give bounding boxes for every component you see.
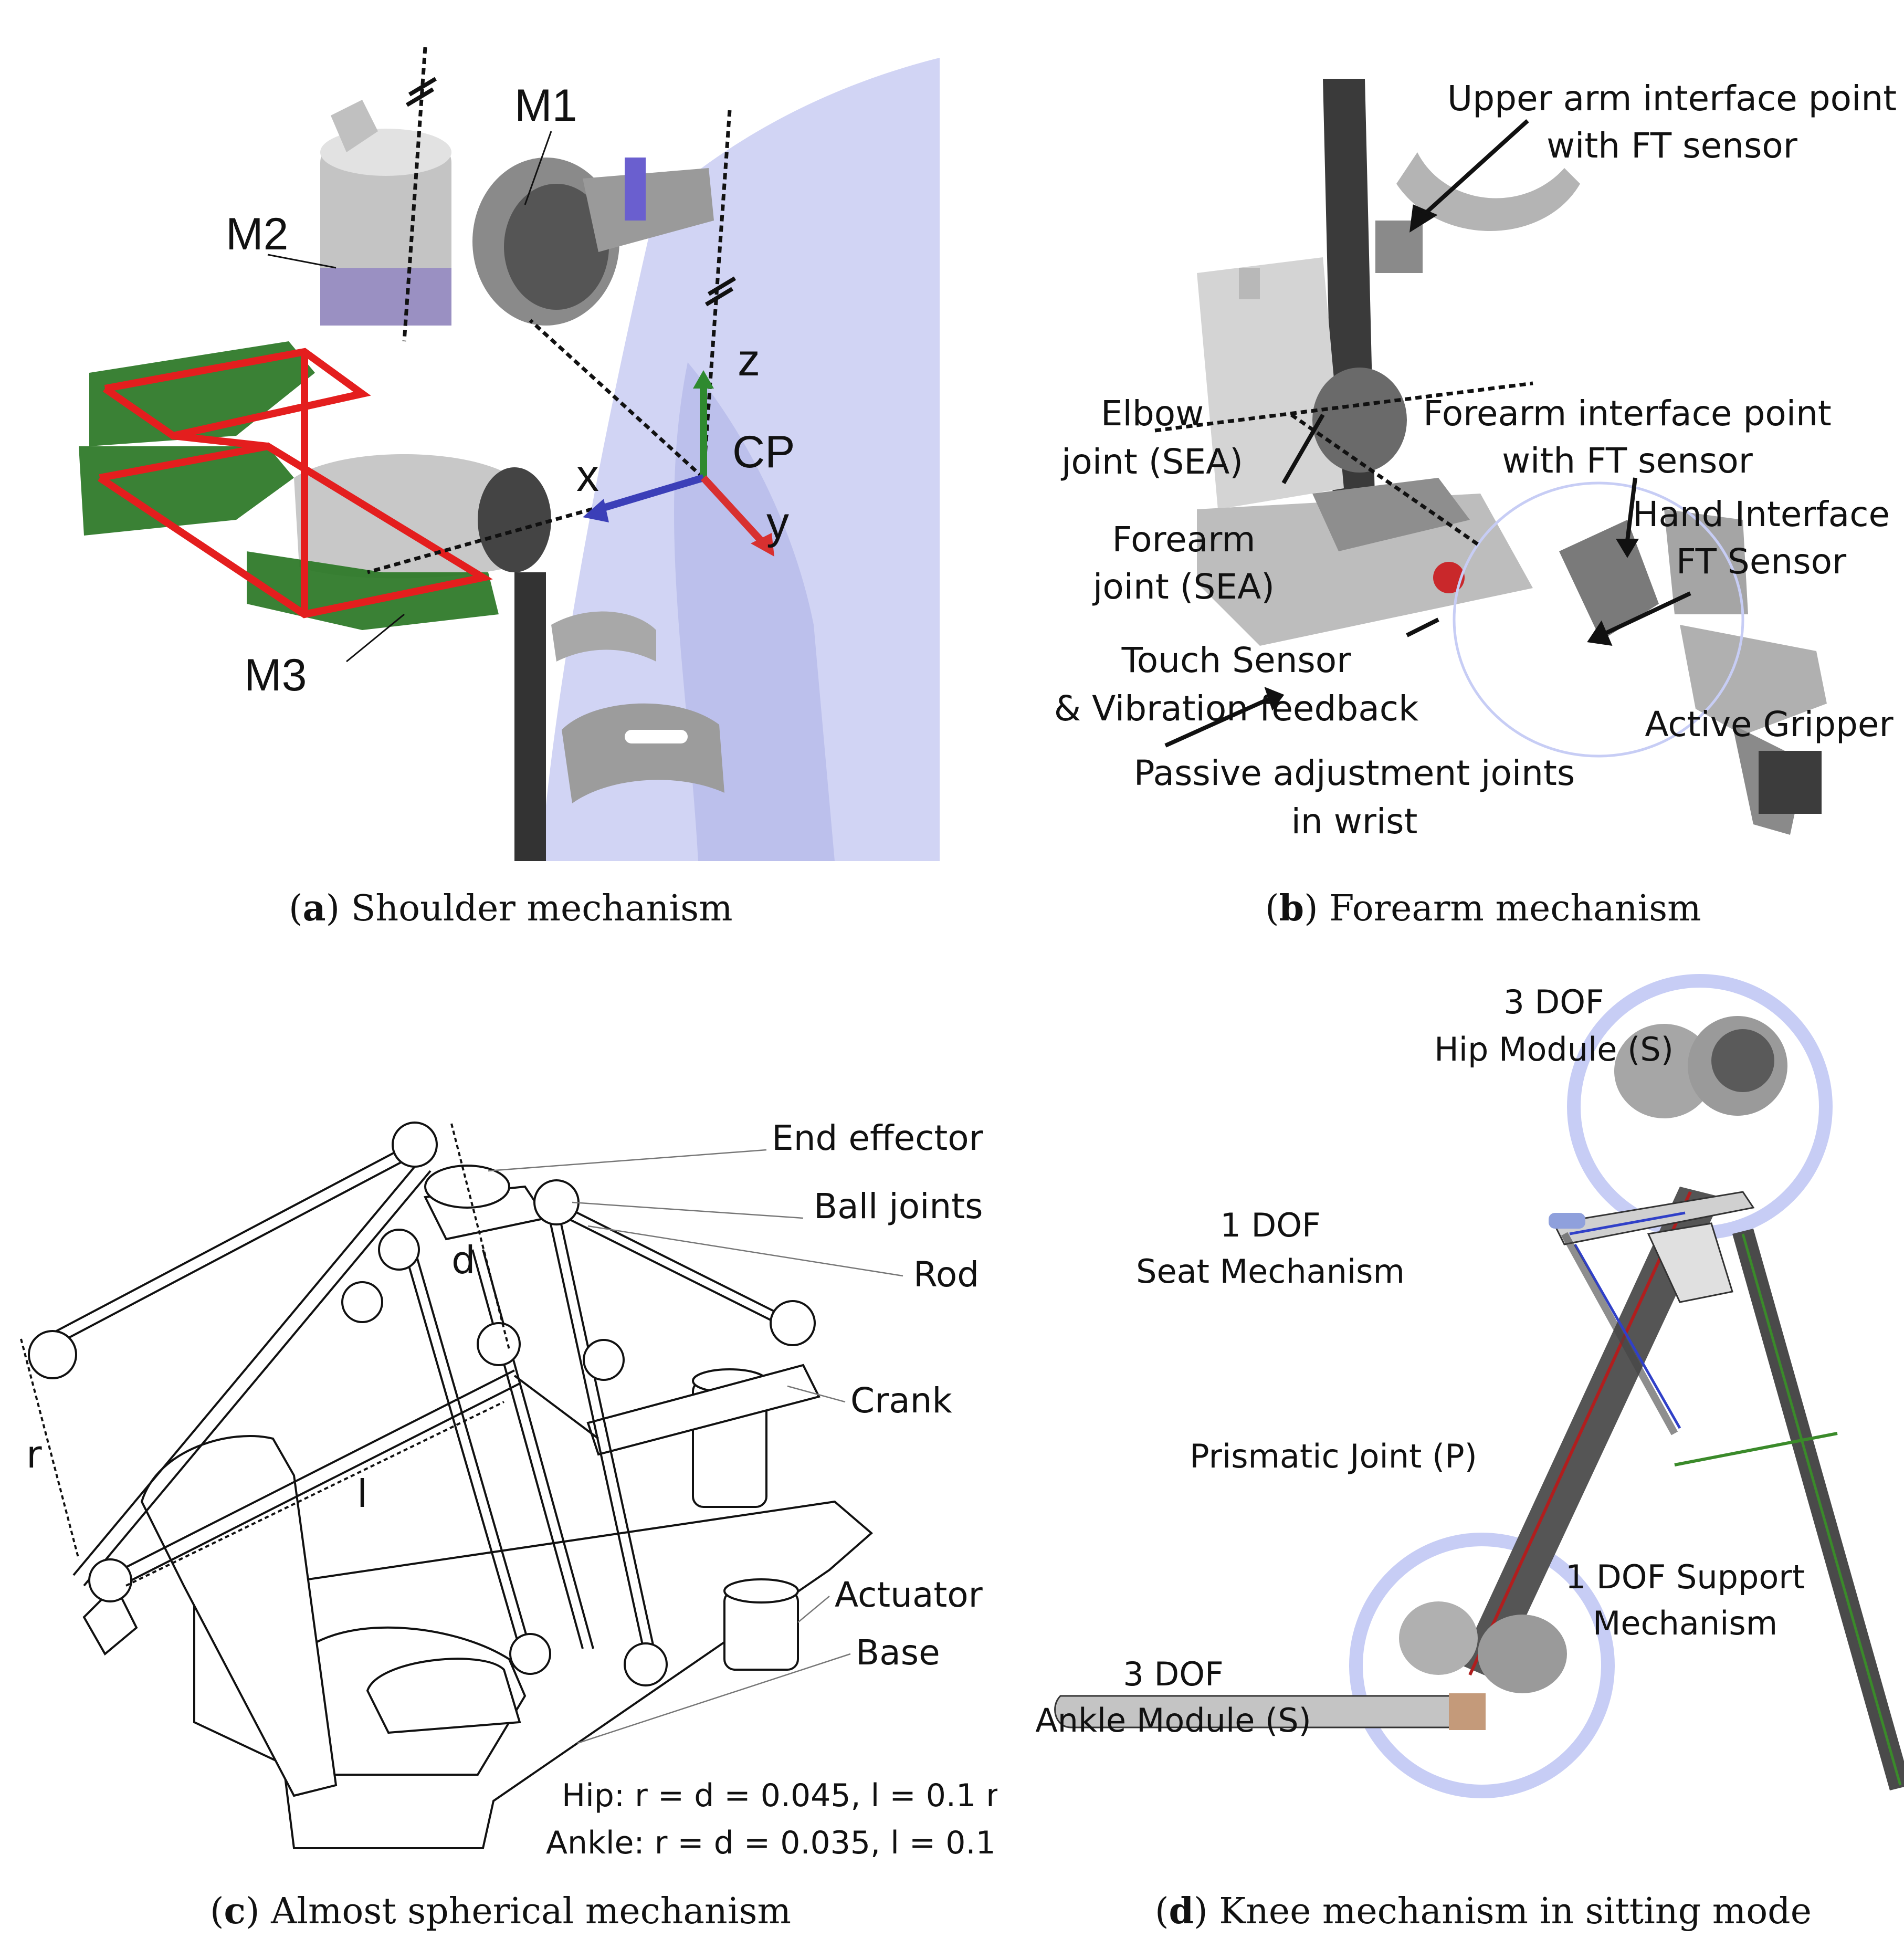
caption-d-tag: d [1169,1890,1194,1932]
label-end-effector: End effector [772,1118,984,1158]
caption-b-text: Forearm mechanism [1329,888,1701,929]
label-hip-params: Hip: r = d = 0.045, l = 0.1 m [562,1777,997,1814]
label-upper-arm-1: Upper arm interface point [1447,78,1897,119]
knee-render: 3 DOF Hip Module (S) 1 DOF Seat Mechanis… [1035,974,1904,1798]
caption-b: (b) Forearm mechanism [1265,887,1701,929]
ball-joint [378,1229,420,1271]
label-forearm-joint-1: Forearm [1112,519,1256,560]
label-base: Base [856,1632,940,1673]
joint-axes [1154,381,1533,548]
label-arrows [1164,119,1691,748]
caption-a-text: Shoulder mechanism [351,888,733,929]
forearm-render: Upper arm interface point with FT sensor… [1054,78,1897,842]
label-touch-1: Touch Sensor [1121,640,1352,680]
label-hip-2: Hip Module (S) [1434,1030,1674,1068]
label-active-gripper: Active Gripper [1645,704,1894,745]
caption-a: (a) Shoulder mechanism [289,887,733,929]
label-ball-joints: Ball joints [814,1186,983,1227]
ball-joint [28,1330,77,1379]
axis-break-marks [405,77,737,307]
label-r: r [26,1432,42,1476]
label-m1: M1 [514,80,577,131]
label-seat-2: Seat Mechanism [1136,1252,1405,1291]
panel-c-spherical: End effector Ball joints Rod Crank Actua… [0,977,997,1869]
label-forearm-joint-2: joint (SEA) [1092,567,1275,607]
ball-joint [477,1322,521,1366]
caption-a-tag: a [302,887,326,929]
ball-joint [624,1642,668,1686]
shoulder-render: M1 M2 M3 x y z CP [79,47,940,861]
ankle-module-halo [1349,1533,1615,1798]
caption-c-text: Almost spherical mechanism [271,1891,791,1932]
label-ankle-2: Ankle Module (S) [1035,1701,1311,1740]
label-l: l [357,1472,367,1516]
label-seat-1: 1 DOF [1220,1206,1320,1244]
label-rod: Rod [913,1254,979,1295]
label-hand-if-2: FT Sensor [1676,541,1847,582]
linkage-frame [98,348,493,619]
label-upper-arm-2: with FT sensor [1547,125,1798,166]
label-prismatic: Prismatic Joint (P) [1190,1437,1477,1475]
panel-d-knee: 3 DOF Hip Module (S) 1 DOF Seat Mechanis… [997,961,1904,1874]
ball-joint [341,1281,383,1323]
label-z: z [738,335,760,385]
panel-a-shoulder: M1 M2 M3 x y z CP [68,47,940,861]
label-x: x [576,450,599,501]
label-m2: M2 [226,209,288,259]
caption-b-tag: b [1279,887,1305,929]
label-ankle-1: 3 DOF [1123,1655,1223,1693]
label-cp: CP [732,427,795,477]
label-m3: M3 [244,650,307,700]
label-support-1: 1 DOF Support [1565,1558,1805,1596]
rod [72,1159,421,1576]
label-hip-1: 3 DOF [1503,983,1604,1021]
ball-joint [509,1633,551,1675]
caption-c: (c) Almost spherical mechanism [210,1890,791,1932]
ball-joint [88,1558,132,1602]
caption-d: (d) Knee mechanism in sitting mode [1155,1890,1812,1932]
label-leaders [488,1149,903,1744]
label-elbow-2: joint (SEA) [1060,442,1243,482]
x-axis-arrow [597,474,705,513]
caption-d-text: Knee mechanism in sitting mode [1219,1891,1812,1932]
label-passive-2: in wrist [1291,801,1418,842]
label-forearm-if-2: with FT sensor [1502,441,1753,481]
ball-joint [583,1339,625,1381]
label-elbow-1: Elbow [1101,393,1204,434]
ball-joint [770,1300,816,1346]
label-forearm-if-1: Forearm interface point [1423,393,1832,434]
y-axis-arrow [700,475,764,543]
label-y: y [766,498,789,548]
label-leaders [267,131,552,663]
label-ankle-params: Ankle: r = d = 0.035, l = 0.1 m [546,1825,997,1861]
label-hand-if-1: Hand Interface [1633,494,1890,535]
label-crank: Crank [850,1380,952,1421]
panel-b-forearm: Upper arm interface point with FT sensor… [997,47,1904,866]
label-passive-1: Passive adjustment joints [1134,753,1575,793]
dimension-lines [20,1123,510,1587]
actuator [723,1578,799,1604]
label-touch-2: & Vibration feedback [1054,688,1419,729]
label-support-2: Mechanism [1593,1604,1777,1642]
crank [586,1364,820,1456]
caption-c-tag: c [224,1890,246,1932]
label-actuator: Actuator [835,1575,983,1615]
ball-joint [533,1179,580,1225]
ball-joint [392,1122,438,1168]
label-d: d [451,1238,476,1282]
spherical-line-drawing: End effector Ball joints Rod Crank Actua… [20,1118,997,1861]
